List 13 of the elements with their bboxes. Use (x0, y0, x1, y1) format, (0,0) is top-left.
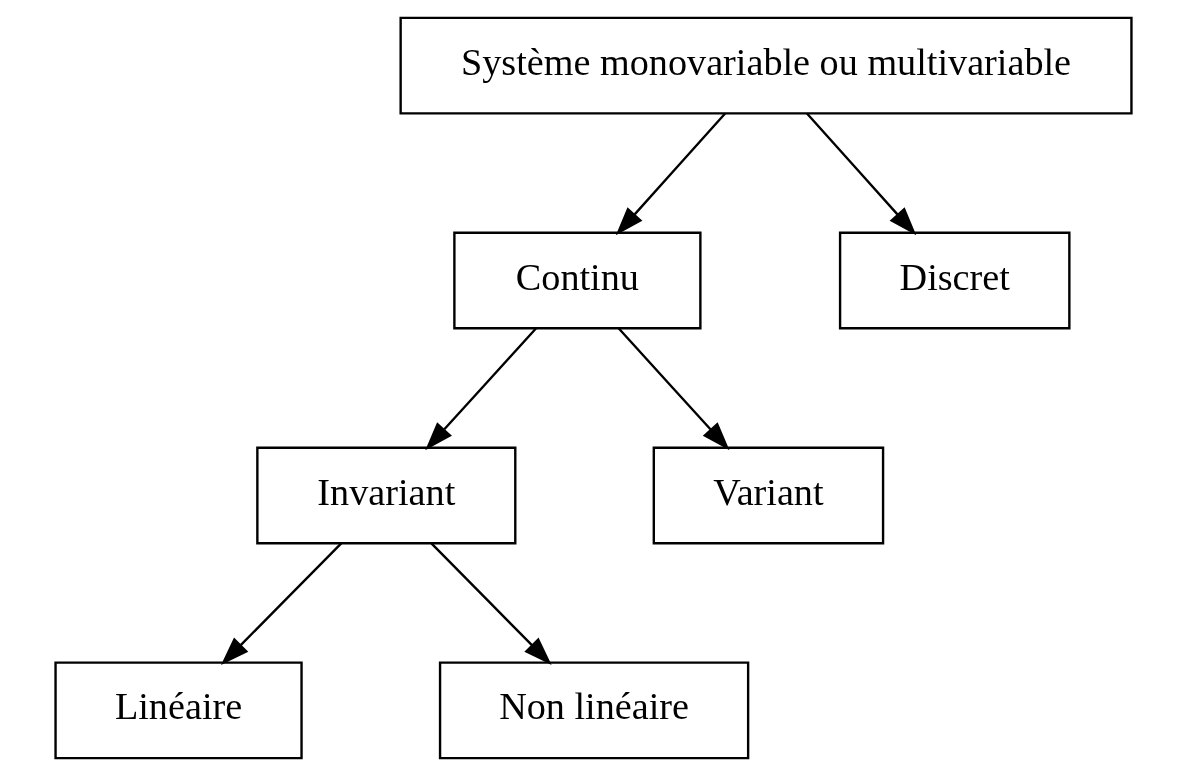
node-box: Non linéaire (438, 661, 749, 760)
node-box: Continu (452, 231, 702, 330)
node-box: Système monovariable ou multivariable (398, 16, 1133, 115)
arrow (220, 542, 342, 666)
arrow (805, 112, 916, 236)
arrow (617, 327, 729, 451)
node-box: Discret (838, 231, 1071, 330)
arrow (430, 542, 552, 666)
node-box: Invariant (255, 446, 516, 545)
node-box: Linéaire (53, 661, 303, 760)
node-box: Variant (652, 446, 884, 545)
arrow (424, 327, 537, 451)
arrow (615, 112, 726, 236)
